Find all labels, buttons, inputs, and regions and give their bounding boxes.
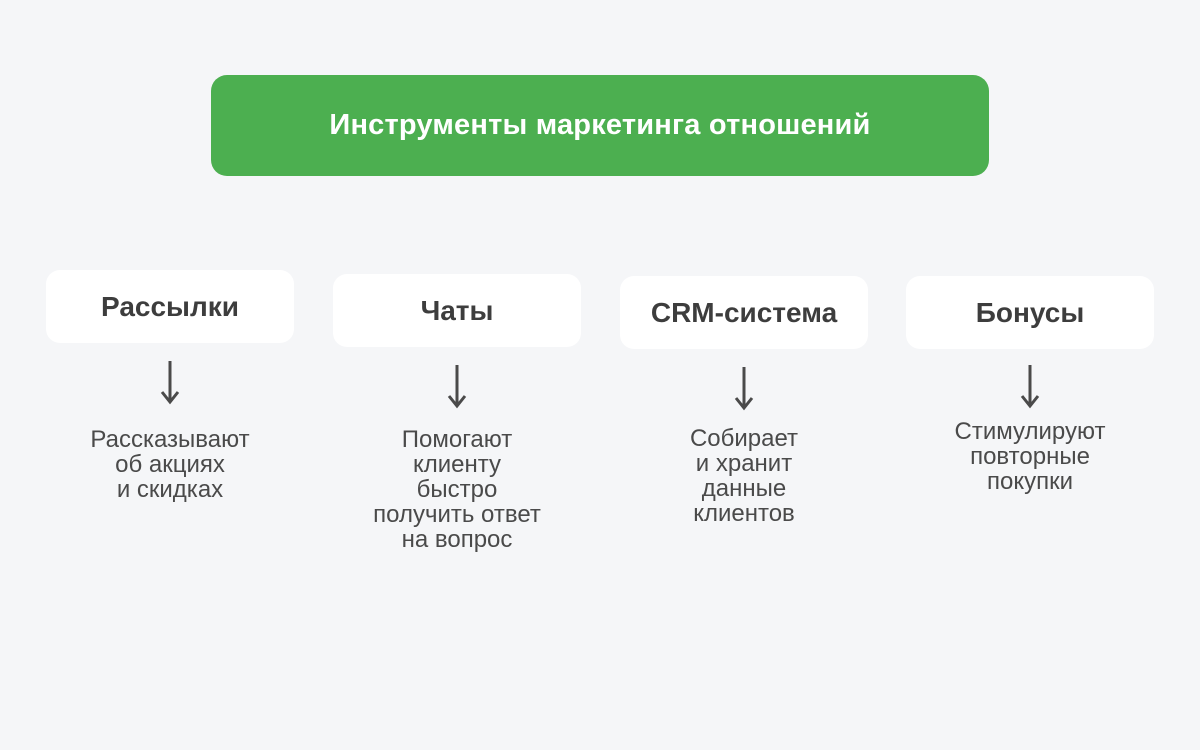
tool-description-bonuses: Стимулируют повторные покупки (954, 418, 1106, 495)
tool-label-crm: CRM-система (650, 296, 838, 328)
arrow-down-icon (620, 363, 868, 413)
tool-column-chats: Чаты Помогают клиенту быстро получить от… (333, 274, 581, 552)
tool-column-mailings: Рассылки Рассказывают об акциях и скидка… (46, 270, 294, 502)
tool-card-bonuses: Бонусы (906, 276, 1154, 349)
tool-card-chats: Чаты (333, 274, 581, 347)
title-box: Инструменты маркетинга отношений (211, 75, 989, 176)
tool-description-mailings: Рассказывают об акциях и скидках (90, 426, 250, 503)
tool-label-chats: Чаты (420, 294, 494, 326)
arrow-down-icon (46, 357, 294, 407)
diagram-title: Инструменты маркетинга отношений (329, 109, 871, 141)
tool-card-mailings: Рассылки (46, 270, 294, 343)
arrow-down-icon (906, 361, 1154, 411)
tool-column-crm: CRM-система Собирает и хранит данные кли… (620, 276, 868, 526)
tool-column-bonuses: Бонусы Стимулируют повторные покупки (906, 276, 1154, 494)
arrow-down-icon (333, 361, 581, 411)
tool-label-mailings: Рассылки (101, 290, 239, 322)
tool-card-crm: CRM-система (620, 276, 868, 349)
tool-description-chats: Помогают клиенту быстро получить ответ н… (373, 426, 541, 553)
tool-label-bonuses: Бонусы (975, 296, 1085, 328)
tool-description-crm: Собирает и хранит данные клиентов (689, 425, 799, 527)
